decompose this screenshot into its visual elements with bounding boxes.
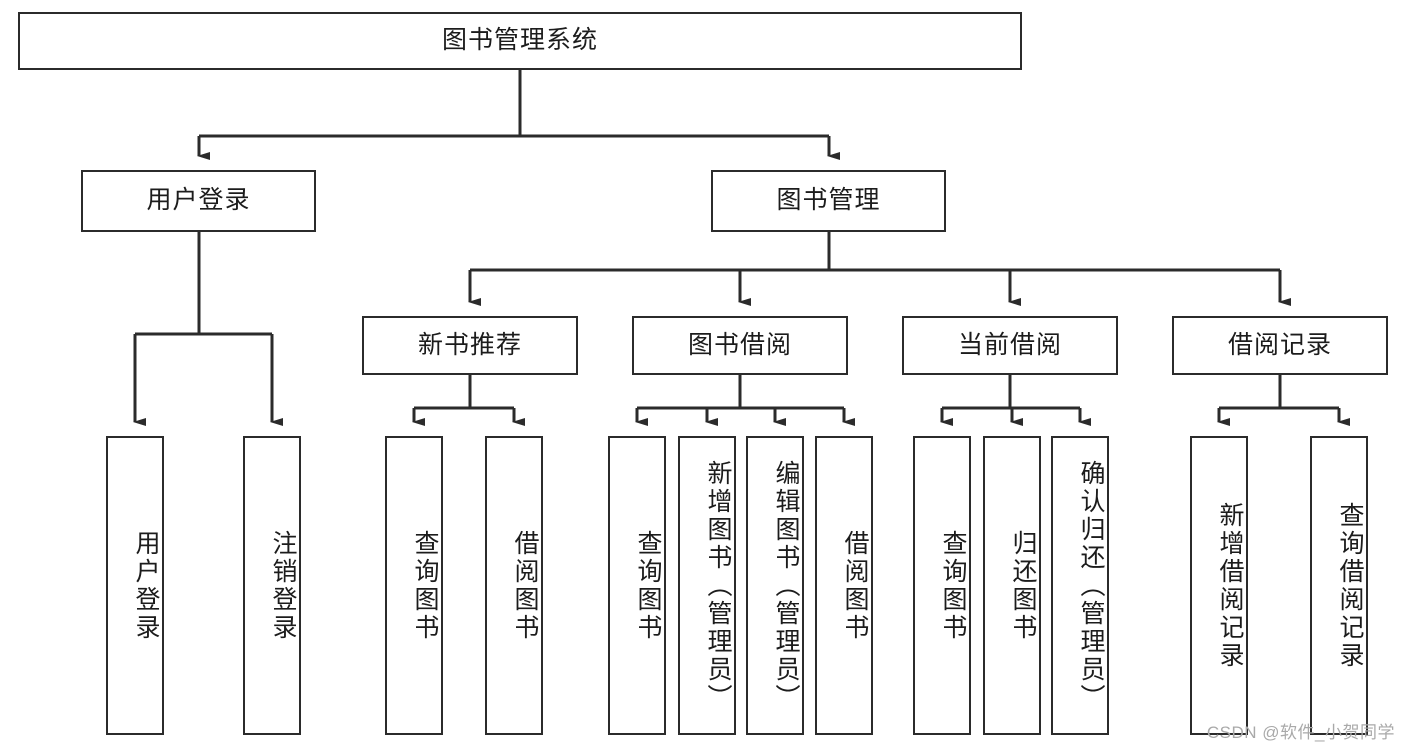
node-root-label: 图书管理系统 <box>441 26 598 55</box>
node-user-login-label: 用户登录 <box>146 186 251 215</box>
leaf-logout[interactable]: 注销登录 <box>243 436 301 735</box>
leaf-logout-label: 注销登录 <box>269 529 297 642</box>
leaf-br-add-record[interactable]: 新增借阅记录 <box>1190 436 1248 735</box>
leaf-bb-query-book[interactable]: 查询图书 <box>608 436 666 735</box>
node-user-login[interactable]: 用户登录 <box>81 170 316 232</box>
node-current-borrow[interactable]: 当前借阅 <box>902 316 1118 375</box>
leaf-nb-query-book[interactable]: 查询图书 <box>385 436 443 735</box>
leaf-br-query-record-label: 查询借阅记录 <box>1336 501 1364 670</box>
node-book-management-label: 图书管理 <box>776 186 881 215</box>
node-borrow-record-label: 借阅记录 <box>1227 330 1332 359</box>
leaf-user-login-label: 用户登录 <box>132 529 160 642</box>
leaf-cb-return-book-label: 归还图书 <box>1009 529 1037 642</box>
leaf-cb-query-book[interactable]: 查询图书 <box>913 436 971 735</box>
leaf-br-query-record[interactable]: 查询借阅记录 <box>1310 436 1368 735</box>
node-book-management[interactable]: 图书管理 <box>711 170 946 232</box>
leaf-bb-borrow-book-label: 借阅图书 <box>841 529 869 642</box>
leaf-bb-borrow-book[interactable]: 借阅图书 <box>815 436 873 735</box>
leaf-cb-confirm-return-admin-label: 确认归还（管理员） <box>1077 459 1105 712</box>
leaf-br-add-record-label: 新增借阅记录 <box>1216 501 1244 670</box>
node-book-borrow[interactable]: 图书借阅 <box>632 316 848 375</box>
node-borrow-record[interactable]: 借阅记录 <box>1172 316 1388 375</box>
leaf-cb-query-book-label: 查询图书 <box>939 529 967 642</box>
leaf-cb-confirm-return-admin[interactable]: 确认归还（管理员） <box>1051 436 1109 735</box>
leaf-nb-query-book-label: 查询图书 <box>411 529 439 642</box>
leaf-nb-borrow-book[interactable]: 借阅图书 <box>485 436 543 735</box>
leaf-bb-edit-book-admin-label: 编辑图书（管理员） <box>772 459 800 712</box>
node-new-book-recommend[interactable]: 新书推荐 <box>362 316 578 375</box>
leaf-bb-add-book-admin[interactable]: 新增图书（管理员） <box>678 436 736 735</box>
leaf-nb-borrow-book-label: 借阅图书 <box>511 529 539 642</box>
leaf-bb-add-book-admin-label: 新增图书（管理员） <box>704 459 732 712</box>
csdn-watermark: CSDN @软件_小贺同学 <box>1206 723 1395 742</box>
node-book-borrow-label: 图书借阅 <box>687 330 792 359</box>
node-root[interactable]: 图书管理系统 <box>18 12 1022 70</box>
leaf-cb-return-book[interactable]: 归还图书 <box>983 436 1041 735</box>
leaf-user-login[interactable]: 用户登录 <box>106 436 164 735</box>
leaf-bb-edit-book-admin[interactable]: 编辑图书（管理员） <box>746 436 804 735</box>
node-current-borrow-label: 当前借阅 <box>957 330 1062 359</box>
node-new-book-recommend-label: 新书推荐 <box>417 330 522 359</box>
leaf-bb-query-book-label: 查询图书 <box>634 529 662 642</box>
